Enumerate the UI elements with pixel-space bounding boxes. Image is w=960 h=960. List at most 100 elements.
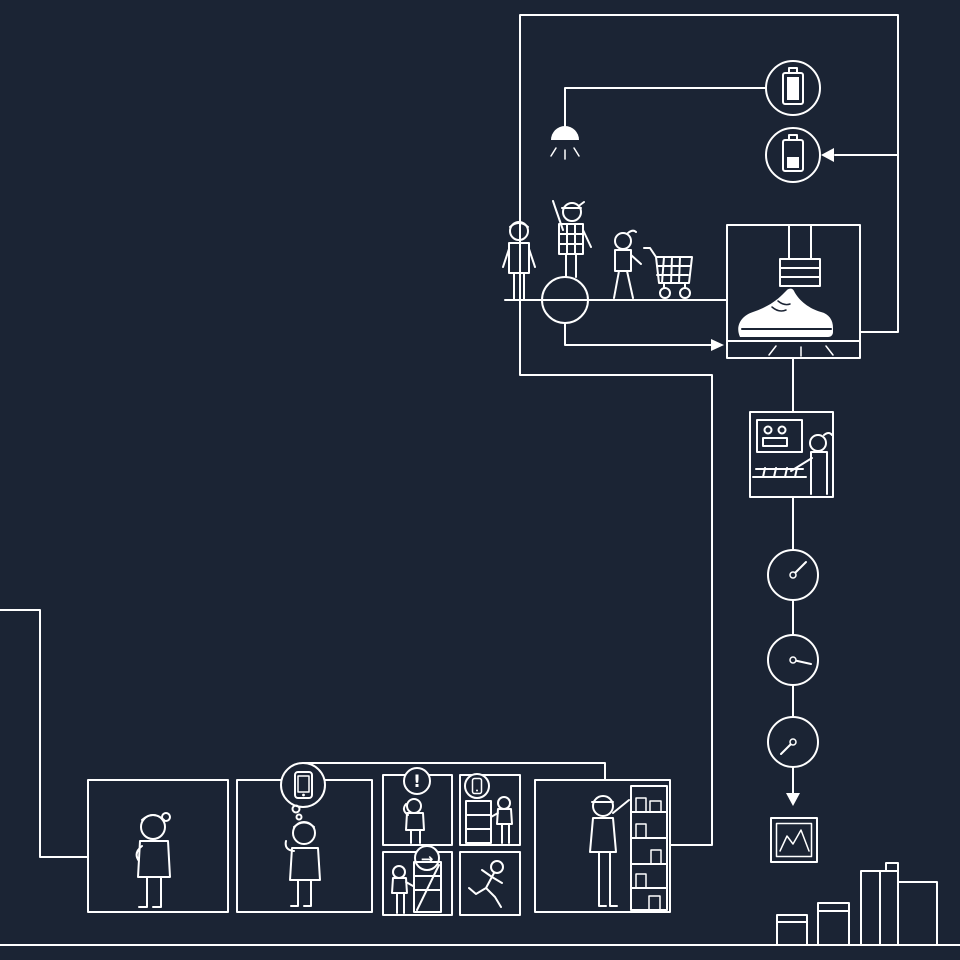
body bbox=[552, 200, 592, 278]
option-alert-box: ! bbox=[382, 767, 453, 846]
person-heading-to-store bbox=[391, 865, 414, 914]
clock-icon bbox=[767, 634, 819, 686]
head bbox=[809, 434, 827, 452]
body bbox=[468, 869, 503, 908]
console-screen-icon bbox=[756, 419, 803, 453]
shopper-waiting bbox=[502, 221, 536, 301]
clock-icon bbox=[767, 549, 819, 601]
body bbox=[502, 222, 536, 301]
option-frame bbox=[459, 851, 521, 916]
shopping-cart-icon bbox=[643, 247, 693, 299]
idea-phone-box bbox=[236, 762, 373, 913]
store-shelf-box bbox=[534, 779, 671, 913]
battery-charge-level bbox=[787, 157, 799, 168]
graph-line bbox=[779, 829, 810, 852]
press-icon bbox=[788, 224, 812, 260]
person-alarmed bbox=[402, 798, 425, 844]
press-ridges bbox=[779, 267, 821, 278]
delivered-packages bbox=[776, 862, 938, 946]
screen-reel bbox=[763, 425, 773, 435]
room-frame bbox=[534, 779, 671, 913]
frame-outer bbox=[770, 817, 818, 863]
waiting-clocks bbox=[767, 549, 819, 768]
body bbox=[589, 799, 630, 907]
body bbox=[790, 432, 833, 495]
store-scene bbox=[502, 200, 693, 324]
ceiling-lamp-icon bbox=[550, 126, 580, 160]
clock-face bbox=[767, 549, 819, 601]
smartphone-button bbox=[476, 789, 478, 792]
scan-feed-line bbox=[564, 322, 712, 346]
person-running bbox=[468, 860, 504, 908]
smartphone-button bbox=[302, 793, 305, 797]
option-frame bbox=[459, 774, 521, 846]
person-idea-phone bbox=[284, 821, 321, 907]
clock-face bbox=[767, 716, 819, 768]
shopper-raising-arm bbox=[541, 200, 592, 324]
person-browsing-shelf bbox=[589, 795, 630, 907]
arrow-left-icon bbox=[821, 148, 834, 162]
clock-center bbox=[789, 738, 797, 746]
press-head bbox=[779, 258, 821, 287]
body bbox=[402, 803, 425, 844]
clock-center bbox=[789, 656, 797, 664]
head bbox=[614, 232, 632, 250]
arrow-right-icon bbox=[711, 339, 724, 351]
body bbox=[490, 808, 513, 844]
smartphone-icon bbox=[294, 771, 313, 799]
shelf-boxes bbox=[635, 797, 662, 911]
package-icon bbox=[776, 914, 808, 946]
alert-glyph: ! bbox=[413, 772, 421, 792]
screen-slot bbox=[762, 437, 788, 447]
graph-picture-icon bbox=[770, 817, 818, 863]
cart-wheel bbox=[679, 287, 691, 299]
package-icon bbox=[817, 902, 850, 946]
head bbox=[562, 202, 582, 222]
scanner-frame bbox=[726, 224, 861, 359]
head bbox=[497, 796, 511, 810]
screen-reel bbox=[777, 425, 787, 435]
head bbox=[592, 795, 614, 817]
person-thinking-at-home bbox=[135, 812, 171, 908]
sneaker-laces bbox=[771, 300, 791, 312]
person-phone-kiosk bbox=[490, 796, 513, 844]
head bbox=[490, 860, 504, 874]
phone-badge-icon bbox=[464, 773, 490, 799]
cart-body bbox=[643, 247, 693, 289]
arrow-down-icon bbox=[786, 793, 800, 806]
shoe-scanner-machine bbox=[726, 224, 861, 359]
artwork: ! → bbox=[0, 14, 960, 946]
option-run-box bbox=[459, 851, 521, 916]
battery-charge-level bbox=[787, 77, 799, 100]
kiosk-shelf bbox=[465, 800, 492, 844]
clock-icon bbox=[767, 716, 819, 768]
clock-center bbox=[789, 571, 797, 579]
smartphone-screen bbox=[297, 775, 310, 793]
battery-charging-indicator bbox=[765, 127, 821, 183]
console-frame bbox=[749, 411, 834, 498]
options-line bbox=[302, 762, 606, 781]
left-edge-line bbox=[0, 609, 89, 858]
lamp-shade bbox=[551, 126, 579, 140]
thought-bubble-icon bbox=[280, 762, 326, 808]
indicator-ring bbox=[765, 60, 821, 116]
sneaker-icon bbox=[738, 288, 833, 337]
indicator-ring bbox=[765, 127, 821, 183]
home-thinking-box bbox=[87, 779, 229, 913]
package-tab bbox=[885, 862, 899, 872]
lamp-rays bbox=[550, 147, 580, 160]
lamp-power-line bbox=[564, 87, 767, 128]
store-shelf-icon bbox=[630, 785, 668, 911]
battery-cap bbox=[788, 134, 798, 141]
thought-dot bbox=[295, 813, 303, 821]
keyboard-icon bbox=[752, 467, 807, 478]
body bbox=[135, 814, 171, 908]
clock-face bbox=[767, 634, 819, 686]
console-operator bbox=[790, 432, 833, 495]
option-phone-order-box bbox=[459, 773, 521, 846]
store-stall bbox=[413, 861, 442, 913]
body bbox=[284, 821, 321, 907]
battery-full-indicator bbox=[765, 60, 821, 116]
checkout-console bbox=[749, 411, 834, 498]
